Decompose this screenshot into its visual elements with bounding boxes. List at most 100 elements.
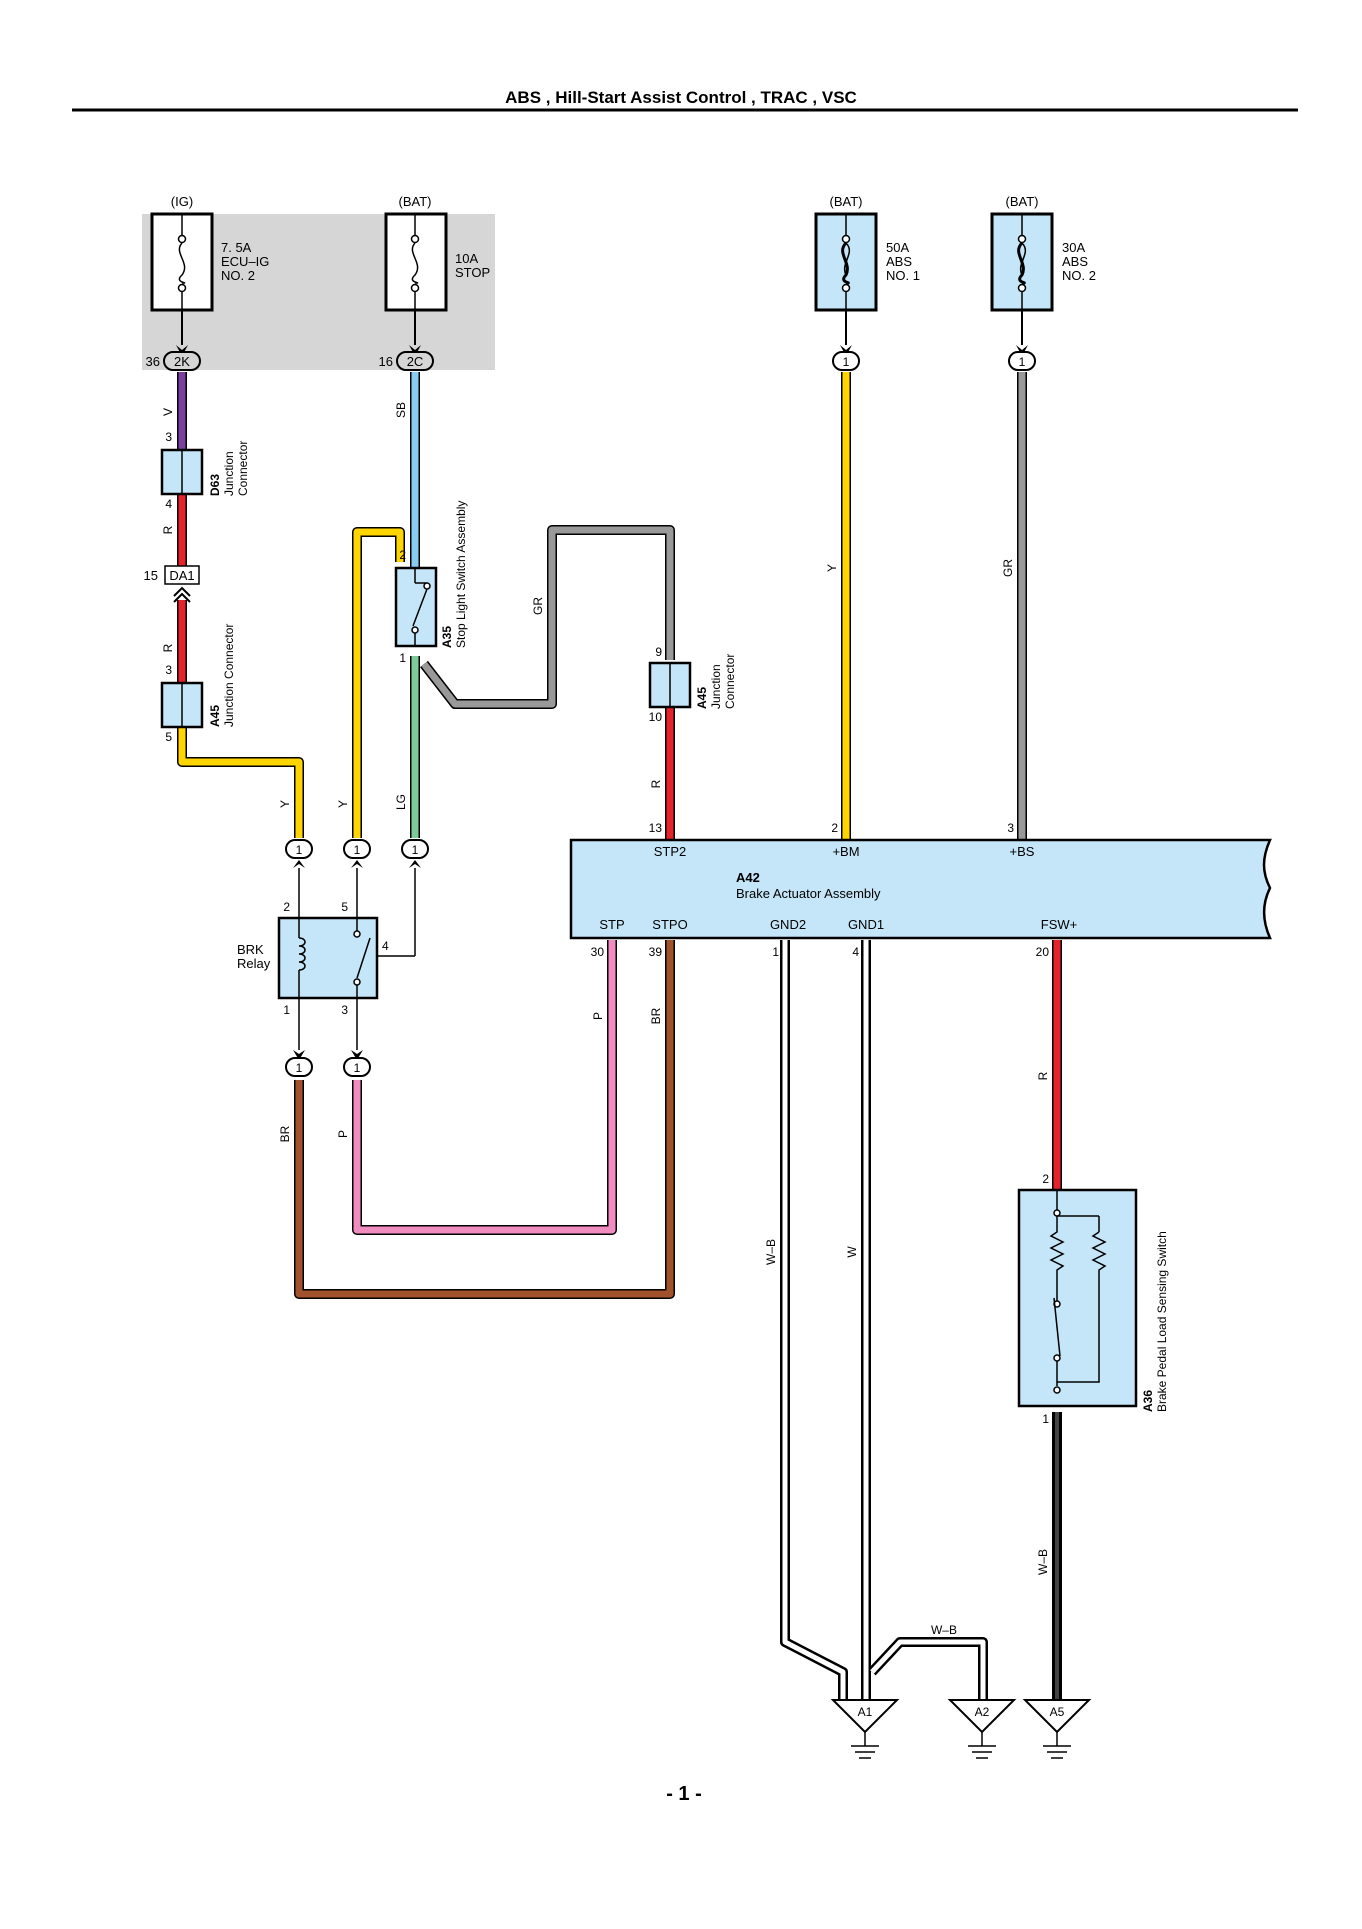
svg-text:(BAT): (BAT) bbox=[1006, 194, 1039, 209]
svg-text:NO. 2: NO. 2 bbox=[221, 268, 255, 283]
svg-text:NO. 1: NO. 1 bbox=[886, 268, 920, 283]
svg-text:Y: Y bbox=[336, 800, 350, 808]
svg-text:A45: A45 bbox=[208, 705, 222, 727]
svg-text:3: 3 bbox=[341, 1003, 348, 1017]
svg-text:Brake Pedal Load Sensing Switc: Brake Pedal Load Sensing Switch bbox=[1155, 1231, 1169, 1412]
svg-text:R: R bbox=[161, 525, 175, 534]
svg-text:20: 20 bbox=[1036, 945, 1050, 959]
svg-text:Connector: Connector bbox=[723, 654, 737, 709]
svg-text:1: 1 bbox=[412, 843, 419, 857]
svg-text:GND1: GND1 bbox=[848, 917, 884, 932]
svg-text:+BM: +BM bbox=[832, 844, 859, 859]
svg-text:Junction Connector: Junction Connector bbox=[222, 624, 236, 727]
svg-text:+BS: +BS bbox=[1010, 844, 1035, 859]
svg-text:4: 4 bbox=[852, 945, 859, 959]
svg-text:36: 36 bbox=[146, 354, 160, 369]
svg-text:R: R bbox=[649, 779, 663, 788]
fuse-abs-no1: (BAT) 50A ABS NO. 1 bbox=[814, 194, 920, 312]
svg-text:LG: LG bbox=[394, 794, 408, 810]
svg-text:1: 1 bbox=[296, 1061, 303, 1075]
svg-text:1: 1 bbox=[772, 945, 779, 959]
svg-text:STP: STP bbox=[599, 917, 624, 932]
svg-text:STP2: STP2 bbox=[654, 844, 687, 859]
wire-labels: V R R Y Y SB LG GR R Y GR P BR BR P R W–… bbox=[161, 402, 1050, 1637]
svg-text:13: 13 bbox=[649, 821, 663, 835]
svg-text:16: 16 bbox=[379, 354, 393, 369]
svg-text:2: 2 bbox=[831, 821, 838, 835]
svg-text:3: 3 bbox=[1007, 821, 1014, 835]
svg-text:1: 1 bbox=[283, 1003, 290, 1017]
svg-text:1: 1 bbox=[1019, 355, 1026, 369]
svg-text:A35: A35 bbox=[440, 626, 454, 648]
svg-text:NO. 2: NO. 2 bbox=[1062, 268, 1096, 283]
connectors: 2K 36 2C 16 1 1 DA1 15 1 1 1 1 bbox=[144, 345, 1036, 1077]
fuse-abs-no2: (BAT) 30A ABS NO. 2 bbox=[990, 194, 1096, 312]
svg-text:50A: 50A bbox=[886, 240, 909, 255]
svg-text:A45: A45 bbox=[695, 687, 709, 709]
svg-text:P: P bbox=[336, 1130, 350, 1138]
wires bbox=[177, 372, 1062, 1700]
svg-text:5: 5 bbox=[165, 730, 172, 744]
svg-text:5: 5 bbox=[341, 900, 348, 914]
fuse-ecu-ig-no2: (IG) 7. 5A ECU–IG NO. 2 bbox=[150, 194, 269, 312]
svg-text:R: R bbox=[1036, 1071, 1050, 1080]
svg-text:Relay: Relay bbox=[237, 956, 271, 971]
svg-text:10: 10 bbox=[649, 710, 663, 724]
svg-text:(BAT): (BAT) bbox=[830, 194, 863, 209]
ground-a5: A5 bbox=[1022, 1699, 1092, 1759]
svg-text:4: 4 bbox=[165, 497, 172, 511]
svg-text:BRK: BRK bbox=[237, 942, 264, 957]
d63-junction-connector: 3 4 D63 Junction Connector bbox=[160, 430, 250, 511]
svg-text:BR: BR bbox=[649, 1007, 663, 1024]
svg-text:1: 1 bbox=[843, 355, 850, 369]
svg-text:Connector: Connector bbox=[236, 441, 250, 496]
svg-text:2: 2 bbox=[399, 548, 406, 562]
svg-text:A2: A2 bbox=[975, 1705, 990, 1719]
a35-stop-light-switch: 2 1 A35 Stop Light Switch Assembly bbox=[394, 501, 468, 665]
svg-text:ABS: ABS bbox=[1062, 254, 1088, 269]
a36-brake-pedal-load-sensing-switch: 2 1 A36 Brake Pedal Load Sensing Switch bbox=[1017, 1172, 1169, 1426]
svg-text:FSW+: FSW+ bbox=[1041, 917, 1077, 932]
svg-text:A1: A1 bbox=[858, 1705, 873, 1719]
svg-text:1: 1 bbox=[399, 651, 406, 665]
svg-text:1: 1 bbox=[296, 843, 303, 857]
svg-text:10A: 10A bbox=[455, 251, 478, 266]
svg-text:ABS: ABS bbox=[886, 254, 912, 269]
svg-text:4: 4 bbox=[382, 939, 389, 953]
svg-text:ECU–IG: ECU–IG bbox=[221, 254, 269, 269]
svg-text:W–B: W–B bbox=[1036, 1549, 1050, 1575]
svg-text:A5: A5 bbox=[1050, 1705, 1065, 1719]
svg-text:A42: A42 bbox=[736, 870, 760, 885]
svg-text:3: 3 bbox=[165, 663, 172, 677]
fuse-stop: (BAT) 10A STOP bbox=[384, 194, 490, 312]
svg-text:39: 39 bbox=[649, 945, 663, 959]
svg-text:SB: SB bbox=[394, 402, 408, 418]
svg-text:2: 2 bbox=[283, 900, 290, 914]
svg-text:W–B: W–B bbox=[764, 1239, 778, 1265]
svg-text:1: 1 bbox=[354, 1061, 361, 1075]
svg-text:D63: D63 bbox=[208, 474, 222, 496]
svg-text:9: 9 bbox=[655, 645, 662, 659]
page-title: ABS , Hill-Start Assist Control , TRAC ,… bbox=[505, 88, 857, 107]
svg-text:W: W bbox=[845, 1246, 859, 1258]
svg-text:Stop Light Switch Assembly: Stop Light Switch Assembly bbox=[454, 501, 468, 648]
ground-a1: A1 bbox=[830, 1699, 900, 1759]
a45-mid-junction-connector: 9 10 A45 Junction Connector bbox=[649, 645, 737, 724]
svg-text:7. 5A: 7. 5A bbox=[221, 240, 252, 255]
svg-text:3: 3 bbox=[165, 430, 172, 444]
brk-relay: 2 5 4 1 3 BRK Relay bbox=[237, 868, 416, 1050]
svg-text:1: 1 bbox=[1042, 1412, 1049, 1426]
svg-text:2: 2 bbox=[1042, 1172, 1049, 1186]
svg-text:2K: 2K bbox=[174, 354, 190, 369]
a42-brake-actuator-assembly: 13 STP2 2 +BM 3 +BS A42 Brake Actuator A… bbox=[569, 821, 1272, 959]
svg-text:R: R bbox=[161, 643, 175, 652]
svg-text:P: P bbox=[591, 1012, 605, 1020]
svg-text:A36: A36 bbox=[1141, 1390, 1155, 1412]
svg-text:Junction: Junction bbox=[709, 664, 723, 709]
svg-text:GR: GR bbox=[531, 597, 545, 615]
svg-text:Y: Y bbox=[825, 564, 839, 572]
page-number: - 1 - bbox=[666, 1783, 702, 1805]
svg-text:30A: 30A bbox=[1062, 240, 1085, 255]
svg-text:BR: BR bbox=[278, 1125, 292, 1142]
